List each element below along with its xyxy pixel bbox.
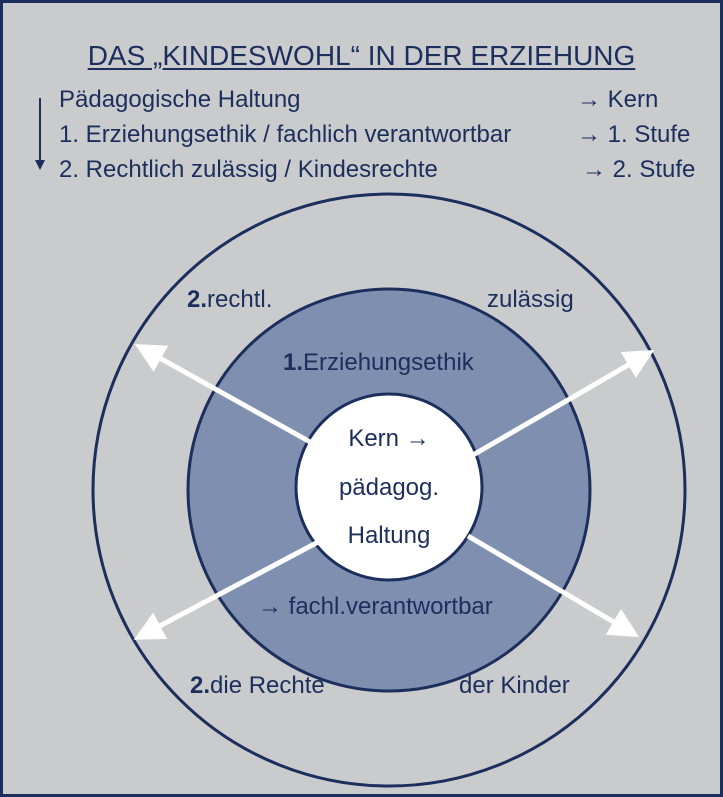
arrow-top-left: [134, 344, 314, 446]
middle-label-bottom: → fachl.verantwortbar: [258, 593, 493, 620]
middle-label-top: 1.Erziehungsethik: [283, 349, 474, 377]
outer-label-top-left: 2.rechtl.: [187, 286, 272, 314]
legend-row-stage1-level: → 1. Stufe: [577, 121, 691, 148]
legend-row-stage1-label: 1. Erziehungsethik / fachlich verantwort…: [59, 121, 512, 148]
outer-label-top-left-num: 2.: [187, 286, 208, 313]
middle-label-top-num: 1.: [283, 349, 304, 376]
core-line-1: Kern →: [348, 425, 430, 452]
arrow-bottom-left: [133, 538, 322, 640]
core-line-2: pädagog.: [338, 474, 440, 501]
arrow-bottom-right: [466, 533, 640, 638]
outer-label-bottom-left-text: die Rechte: [210, 672, 325, 699]
legend-row-stage2-label: 2. Rechtlich zulässig / Kindesrechte: [59, 156, 438, 183]
outer-label-bottom-left: 2.die Rechte: [190, 672, 325, 700]
core-line-3: Haltung: [347, 522, 431, 549]
outer-label-bottom-right: der Kinder: [459, 672, 570, 699]
legend-row-core-level: → Kern: [577, 86, 659, 113]
legend-row-core-label: Pädagogische Haltung: [59, 86, 301, 113]
down-arrow-icon: [39, 98, 41, 162]
outer-label-top-right: zulässig: [487, 286, 574, 313]
middle-label-top-text: Erziehungsethik: [303, 349, 474, 376]
outer-label-bottom-left-num: 2.: [190, 672, 211, 699]
outer-label-top-left-text: rechtl.: [207, 286, 273, 313]
arrow-top-right: [471, 349, 655, 458]
legend-row-stage2-level: → 2. Stufe: [582, 156, 696, 183]
down-arrow-head-icon: [35, 160, 45, 170]
core-circle: [294, 392, 484, 582]
diagram-title: DAS „KINDESWOHL“ IN DER ERZIEHUNG: [87, 40, 636, 71]
